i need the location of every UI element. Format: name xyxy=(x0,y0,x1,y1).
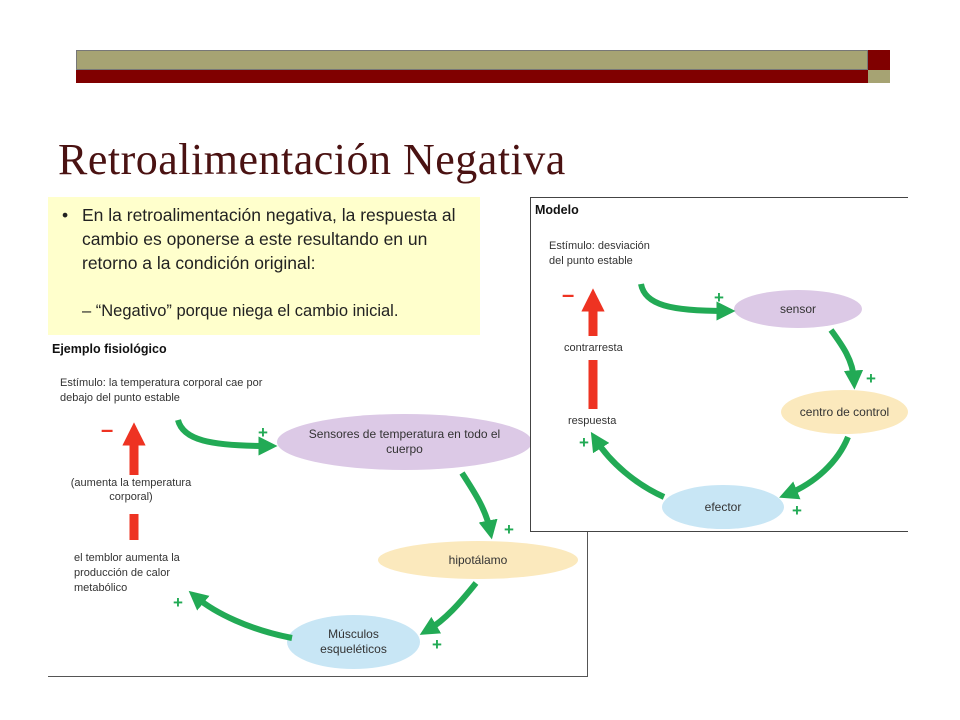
example-arrow-stimulus-to-sensors xyxy=(175,419,278,456)
model-arrow-stimulus-to-sensor xyxy=(638,283,736,321)
control-center-node: centro de control xyxy=(781,390,908,434)
header-bar-maroon xyxy=(76,70,868,83)
header-bar-corner-maroon xyxy=(868,50,890,70)
shiver-line3: metabólico xyxy=(74,582,128,594)
bullet-marker: • xyxy=(62,205,69,225)
example-arrow-sensors-to-hypothalamus xyxy=(459,471,498,540)
raises-temperature-line2: corporal) xyxy=(109,491,153,503)
model-plus-2: + xyxy=(866,369,876,388)
example-arrow-muscles-to-response xyxy=(188,590,293,641)
sub-bullet-text: – “Negativo” porque niega el cambio inic… xyxy=(82,302,399,320)
example-header: Ejemplo fisiológico xyxy=(52,342,167,356)
example-plus-3: + xyxy=(432,635,442,654)
response-label: respuesta xyxy=(568,415,617,427)
shiver-line2: producción de calor xyxy=(74,567,171,579)
example-stimulus-line1: Estímulo: la temperatura corporal cae po… xyxy=(60,377,263,389)
counteracts-label: contrarresta xyxy=(564,342,623,354)
example-arrow-hypothalamus-to-muscles xyxy=(419,581,479,635)
effector-node: efector xyxy=(662,485,784,529)
example-stimulus-line2: debajo del punto estable xyxy=(60,392,180,404)
model-minus-sign: – xyxy=(562,282,575,307)
model-plus-1: + xyxy=(714,288,724,307)
header-bar-olive xyxy=(76,50,868,70)
model-arrow-sensor-to-control xyxy=(828,328,864,390)
model-header: Modelo xyxy=(535,203,579,217)
example-plus-4: + xyxy=(173,593,183,612)
temperature-sensors-node: Sensores de temperatura en todo el cuerp… xyxy=(277,414,532,470)
slide-title: Retroalimentación Negativa xyxy=(58,135,566,184)
main-bullet: • En la retroalimentación negativa, la r… xyxy=(62,203,472,275)
skeletal-muscles-node: Músculos esqueléticos xyxy=(287,615,420,669)
model-arrow-control-to-effector xyxy=(779,435,851,500)
main-bullet-text: En la retroalimentación negativa, la res… xyxy=(82,205,456,273)
model-stimulus-line2: del punto estable xyxy=(549,255,633,267)
sensor-node: sensor xyxy=(734,290,862,328)
example-minus-sign: – xyxy=(101,417,114,442)
example-plus-1: + xyxy=(258,423,268,442)
model-plus-3: + xyxy=(792,501,802,520)
shiver-line1: el temblor aumenta la xyxy=(74,552,180,564)
model-plus-4: + xyxy=(579,433,589,452)
bullet-highlight xyxy=(48,197,480,335)
header-bar-corner-olive xyxy=(868,70,890,83)
raises-temperature-line1: (aumenta la temperatura xyxy=(70,477,192,489)
hypothalamus-node: hipotálamo xyxy=(378,541,578,579)
example-plus-2: + xyxy=(504,520,514,539)
header-decoration xyxy=(76,50,890,83)
model-arrow-effector-to-response xyxy=(590,431,666,500)
model-stimulus-line1: Estímulo: desviación xyxy=(549,240,650,252)
